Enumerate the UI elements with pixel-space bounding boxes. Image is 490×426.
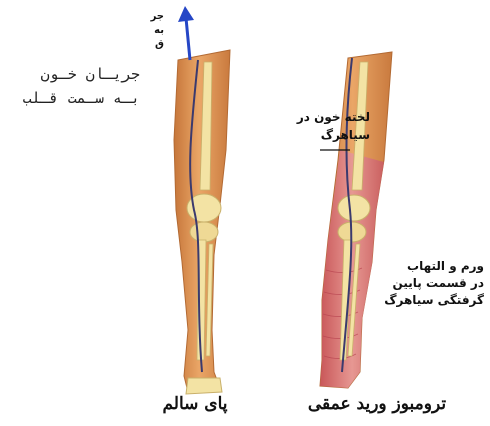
swelling-label: ورم و التهاب در قسمت پایین گرفتگی سیاهرگ bbox=[372, 258, 484, 309]
clot-label: لخته خون در سیاهرگ bbox=[252, 108, 370, 144]
arrow-label-clipped: جر به ق bbox=[136, 10, 164, 52]
dvt-leg bbox=[320, 52, 392, 388]
healthy-leg-caption: پای سالم bbox=[140, 394, 250, 414]
dvt-caption: ترومبوز ورید عمقی bbox=[282, 394, 472, 414]
blood-flow-label: جریـان خـون بـه سـمت قـلب bbox=[8, 62, 140, 110]
healthy-leg bbox=[174, 6, 230, 394]
